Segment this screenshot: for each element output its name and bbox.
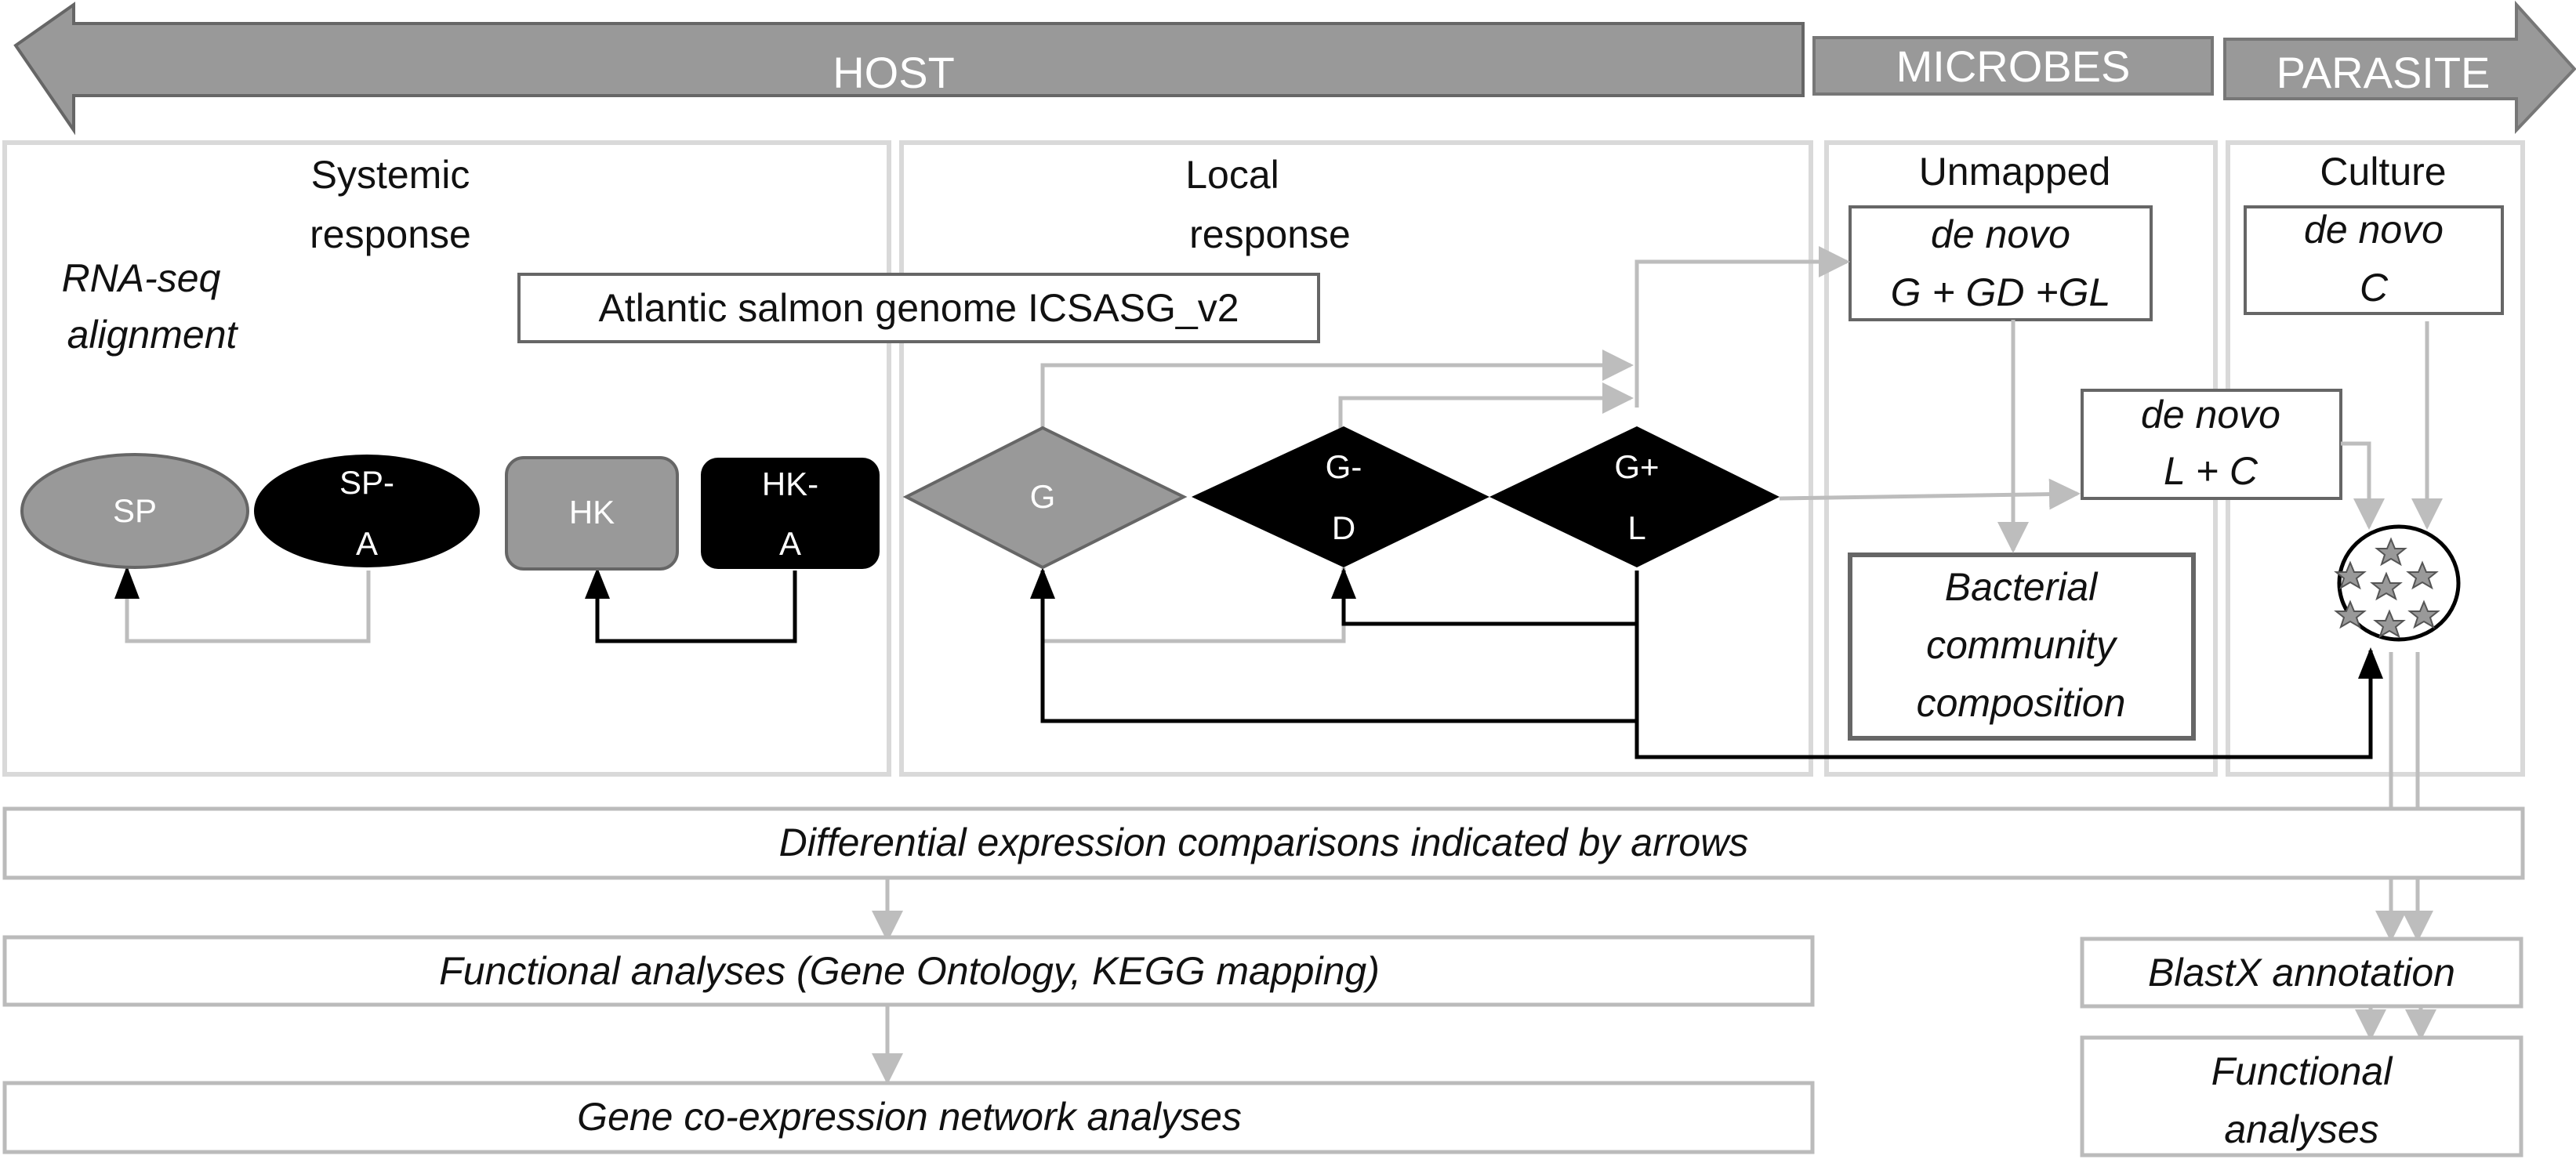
functional-label: Functional analyses (Gene Ontology, KEGG…: [439, 949, 1380, 993]
node-spa: SP- A: [254, 455, 480, 567]
host-band-label: HOST: [833, 48, 955, 97]
systemic-panel: [2, 140, 891, 777]
rna-seq-label-2: alignment: [67, 313, 239, 357]
node-sp: SP: [20, 453, 249, 569]
bacterial-label-2: community: [1926, 623, 2118, 667]
node-sp-label: SP: [113, 492, 157, 529]
node-hka-label-2: A: [779, 525, 801, 562]
systemic-label-2: response: [310, 212, 471, 256]
microbes-band: MICROBES: [1812, 36, 2214, 96]
diff-expr-label: Differential expression comparisons indi…: [779, 821, 1749, 864]
host-band: HOST: [13, 2, 1805, 136]
node-g-label: G: [1030, 478, 1056, 515]
arrowhead-parasite: [2358, 647, 2383, 679]
bacterial-box: [1848, 553, 2196, 741]
de-novo-unmapped-1: de novo: [1931, 212, 2070, 256]
node-gl-label-2: L: [1627, 509, 1645, 546]
unmapped-label: Unmapped: [1919, 150, 2111, 194]
parasite-cell-icon: [2334, 524, 2461, 642]
node-gd-label-2: D: [1332, 509, 1355, 546]
coexpr-box: [2, 1081, 1815, 1154]
de-novo-culture-2: C: [2360, 266, 2389, 310]
node-gd-label-1: G-: [1326, 448, 1362, 485]
rna-seq-label-1: RNA-seq: [62, 256, 221, 300]
microbes-band-label: MICROBES: [1896, 42, 2131, 91]
node-hk-label: HK: [569, 494, 615, 531]
arrowhead-hk: [585, 567, 610, 599]
functional-box: [2, 935, 1815, 1007]
functional2-label-1: Functional: [2211, 1049, 2394, 1093]
culture-label: Culture: [2320, 150, 2446, 194]
de-novo-unmapped-2: G + GD +GL: [1891, 270, 2111, 314]
de-novo-lc-1: de novo: [2141, 393, 2280, 437]
bacterial-label-1: Bacterial: [1945, 565, 2099, 609]
genome-label: Atlantic salmon genome ICSASG_v2: [598, 286, 1239, 330]
parasite-star-icons: [2334, 537, 2440, 639]
de-novo-unmapped-box: [1849, 205, 2153, 321]
local-label-2: response: [1189, 212, 1351, 256]
de-novo-culture-box: [2244, 205, 2504, 315]
node-spa-label-1: SP-: [339, 464, 394, 501]
node-gd: G- D: [1192, 426, 1489, 567]
node-gl: G+ L: [1489, 426, 1780, 567]
diff-expr-box: [2, 806, 2525, 880]
local-panel: [899, 140, 1813, 777]
node-hk: HK: [505, 456, 679, 571]
coexpr-label: Gene co-expression network analyses: [577, 1095, 1242, 1139]
node-spa-label-2: A: [356, 525, 378, 562]
node-hka: HK- A: [701, 458, 880, 569]
bacterial-label-3: composition: [1917, 681, 2126, 725]
blastx-label: BlastX annotation: [2148, 951, 2455, 995]
parasite-band-label: PARASITE: [2277, 48, 2491, 97]
systemic-label-1: Systemic: [311, 153, 470, 197]
functional2-box: [2080, 1035, 2523, 1158]
genome-box: [517, 273, 1320, 343]
blastx-box: [2080, 937, 2523, 1009]
parasite-band: PARASITE: [2223, 0, 2576, 135]
node-gl-label-1: G+: [1614, 448, 1659, 485]
de-novo-culture-1: de novo: [2304, 208, 2444, 252]
arrowhead-sp: [114, 566, 140, 599]
local-label-1: Local: [1185, 153, 1279, 197]
arrowhead-g: [1030, 567, 1055, 599]
arrowhead-gd: [1331, 567, 1356, 599]
node-g: G: [902, 426, 1188, 570]
functional2-label-2: analyses: [2224, 1107, 2378, 1151]
de-novo-lc-2: L + C: [2164, 449, 2259, 493]
node-hka-label-1: HK-: [762, 466, 818, 502]
